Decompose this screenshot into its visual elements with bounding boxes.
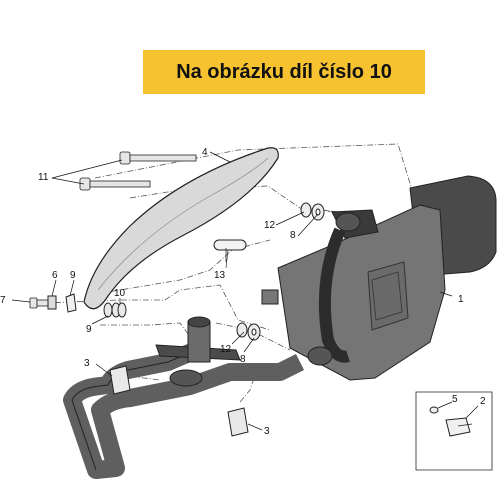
- washer-set-upper: [300, 202, 325, 221]
- banner-title: Na obrázku díl číslo 10: [176, 60, 392, 83]
- callout-13: 13: [214, 270, 226, 281]
- part-number-banner: Na obrázku díl číslo 10: [143, 50, 425, 94]
- nut-6: [47, 295, 57, 310]
- callout-7: 7: [0, 295, 6, 306]
- leader-lines: [11, 151, 479, 431]
- callout-5: 5: [452, 394, 458, 405]
- callout-4: 4: [202, 147, 208, 158]
- callout-10: 10: [114, 288, 126, 299]
- callout-2: 2: [480, 396, 486, 407]
- callout-3-top: 3: [84, 358, 90, 369]
- callout-9-right: 9: [86, 324, 92, 335]
- heat-shield: [83, 147, 279, 310]
- muffler: [261, 175, 497, 381]
- bolts-11: [79, 151, 197, 191]
- callout-12-upper: 12: [264, 220, 276, 231]
- callout-6: 6: [52, 270, 58, 281]
- callout-3-bottom: 3: [264, 426, 270, 437]
- screw-7: [29, 297, 50, 309]
- bushing-bottom: [227, 407, 249, 437]
- callout-9-left: 9: [70, 270, 76, 281]
- bushing-top: [109, 365, 131, 395]
- gasket: [213, 239, 247, 269]
- grommet-9-left: [65, 293, 77, 313]
- inset-clamp-box: [415, 391, 493, 471]
- grommet-stack-right: [103, 302, 127, 318]
- washer-set-lower: [236, 322, 261, 341]
- callout-12-lower: 12: [220, 344, 232, 355]
- callout-8-lower: 8: [240, 354, 246, 365]
- exhaust-pipe: [63, 316, 305, 479]
- callout-8-upper: 8: [290, 230, 296, 241]
- callout-11: 11: [38, 172, 49, 183]
- callout-1: 1: [458, 294, 464, 305]
